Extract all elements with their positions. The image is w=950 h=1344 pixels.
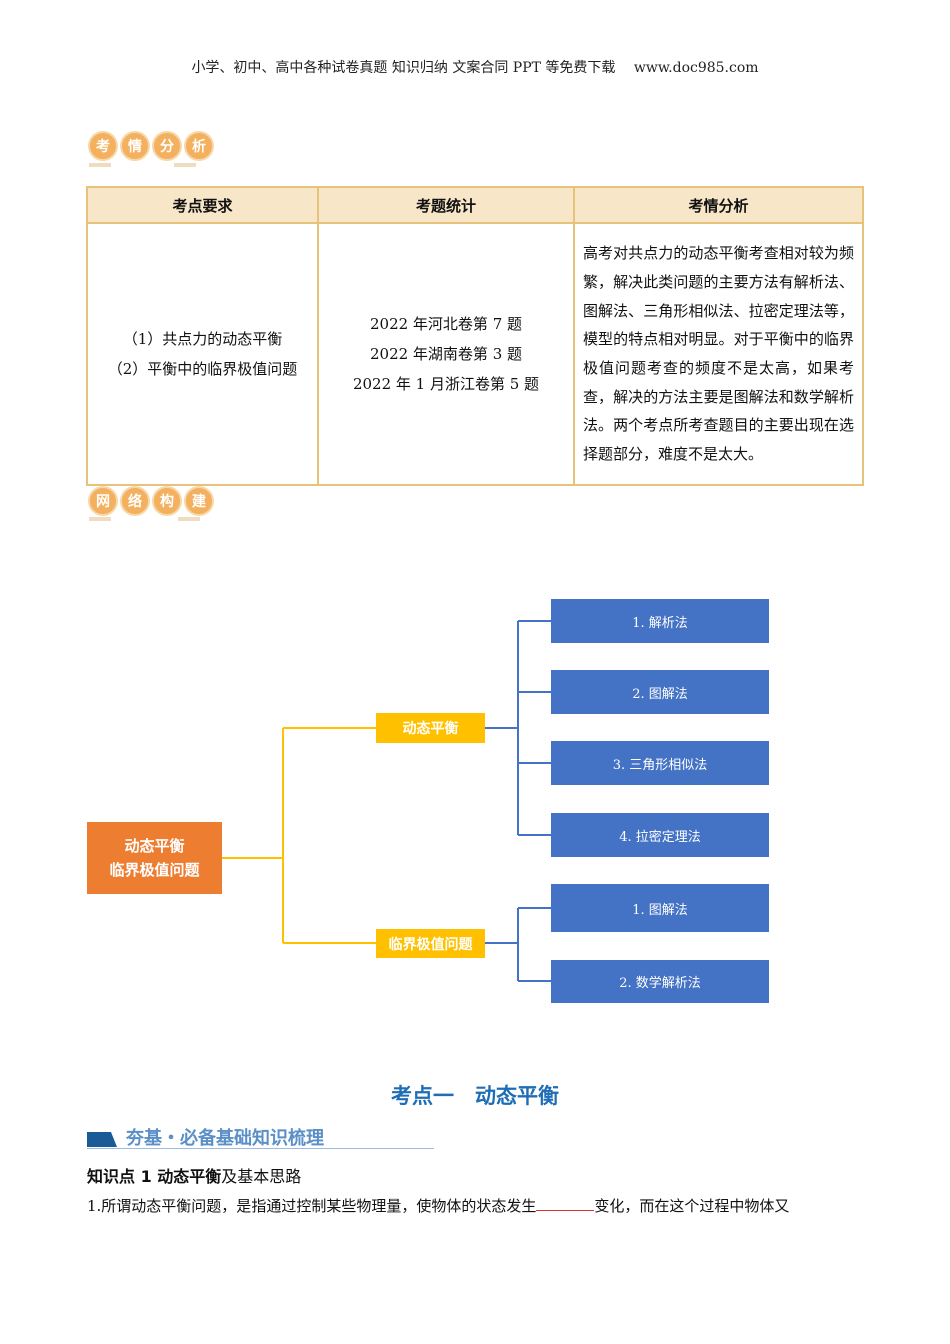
mindmap-leaf: 1. 图解法 [551,884,769,932]
knowledge-title-bold: 知识点 1 动态平衡 [87,1167,222,1186]
badge-char: 考 [88,131,118,161]
badge-char: 情 [120,131,150,161]
table-header: 考题统计 [317,186,575,224]
stat: 2022 年河北卷第 7 题 [369,315,523,333]
table-header: 考点要求 [86,186,319,224]
badge-char: 络 [120,486,150,516]
mindmap-connectors [222,620,551,982]
fill-blank [536,1196,595,1211]
mindmap-leaf: 2. 图解法 [551,670,769,714]
divider [89,163,111,167]
badge-char: 建 [184,486,214,516]
knowledge-title: 知识点 1 动态平衡及基本思路 [87,1163,301,1187]
analysis-cell: 高考对共点力的动态平衡考查相对较为频繁，解决此类问题的主要方法有解析法、图解法、… [573,222,864,486]
root-line: 临界极值问题 [109,861,200,879]
mindmap-leaf: 2. 数学解析法 [551,960,769,1003]
divider [89,517,111,521]
analysis-table: 考点要求考题统计考情分析 （1）共点力的动态平衡 （2）平衡中的临界极值问题 20… [86,186,864,486]
requirement: （2）平衡中的临界极值问题 [107,360,298,378]
mindmap-leaf: 1. 解析法 [551,599,769,643]
banner-underline [87,1148,434,1149]
section-banner: 夯基・必备基础知识梳理 [126,1128,324,1149]
section-badge-analysis: 考情分析 [88,131,214,161]
section-badge-network: 网络构建 [88,486,214,516]
mindmap-root: 动态平衡临界极值问题 [87,822,222,894]
badge-char: 构 [152,486,182,516]
section-title: 考点一 动态平衡 [391,1084,559,1108]
paragraph-text: 变化，而在这个过程中物体又 [594,1197,790,1215]
stat: 2022 年 1 月浙江卷第 5 题 [352,375,540,393]
table-header: 考情分析 [573,186,864,224]
root-line: 动态平衡 [124,837,185,855]
divider [174,163,196,167]
badge-char: 析 [184,131,214,161]
badge-char: 网 [88,486,118,516]
mindmap-leaf: 4. 拉密定理法 [551,813,769,857]
page-header: 小学、初中、高中各种试卷真题 知识归纳 文案合同 PPT 等免费下载 www.d… [191,60,759,76]
requirements-cell: （1）共点力的动态平衡 （2）平衡中的临界极值问题 [86,222,319,486]
mindmap-leaf: 3. 三角形相似法 [551,741,769,785]
paragraph: 1.所谓动态平衡问题，是指通过控制某些物理量，使物体的状态发生 变化，而在这个过程… [87,1195,789,1216]
banner-shape [87,1132,117,1147]
stats-cell: 2022 年河北卷第 7 题 2022 年湖南卷第 3 题 2022 年 1 月浙江… [317,222,575,486]
divider [178,517,200,521]
requirement: （1）共点力的动态平衡 [122,330,283,348]
knowledge-title-rest: 及基本思路 [221,1167,302,1186]
badge-char: 分 [152,131,182,161]
stat: 2022 年湖南卷第 3 题 [369,345,523,363]
mindmap-branch-dynamic: 动态平衡 [376,713,485,743]
mindmap-branch-critical: 临界极值问题 [376,929,485,958]
paragraph-text: 1.所谓动态平衡问题，是指通过控制某些物理量，使物体的状态发生 [87,1197,537,1215]
